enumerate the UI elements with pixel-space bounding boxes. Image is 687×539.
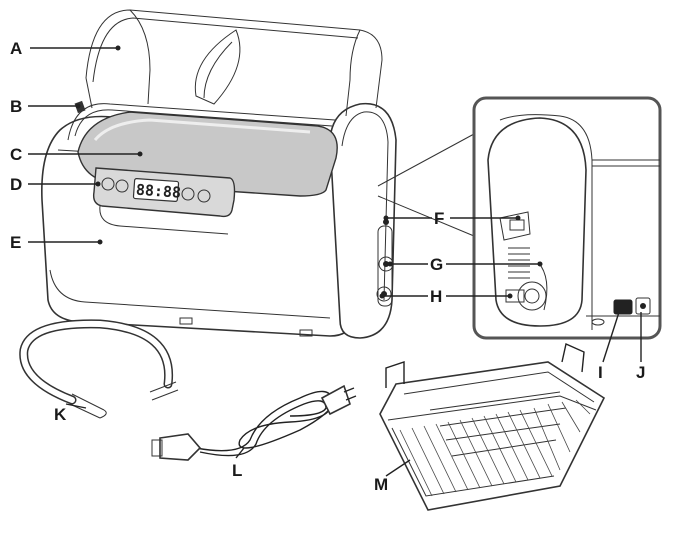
transparent-lid xyxy=(85,9,383,109)
cleaning-basket xyxy=(379,343,606,511)
label-j: J xyxy=(636,363,645,382)
label-g: G xyxy=(430,255,443,274)
leader-lines xyxy=(28,47,642,477)
vent-grille xyxy=(508,247,530,279)
digital-display xyxy=(132,178,180,202)
label-l: L xyxy=(232,461,242,480)
cleaner-unit: 88:88 xyxy=(41,9,397,339)
label-m: M xyxy=(374,475,388,494)
leader-dots xyxy=(75,45,543,299)
display-readout: 88:88 xyxy=(135,181,181,202)
part-labels: A B C D E F G H I J K L M xyxy=(10,39,645,494)
left-buttons xyxy=(101,177,129,193)
basket-mesh xyxy=(399,399,591,497)
label-k: K xyxy=(54,405,67,424)
power-cord xyxy=(151,384,357,461)
label-f: F xyxy=(434,209,444,228)
label-a: A xyxy=(10,39,22,58)
label-i: I xyxy=(598,363,603,382)
label-b: B xyxy=(10,97,22,116)
label-h: H xyxy=(430,287,442,306)
side-panel xyxy=(329,102,397,339)
right-buttons xyxy=(181,187,211,203)
label-d: D xyxy=(10,175,22,194)
power-socket xyxy=(635,297,651,315)
power-switch xyxy=(613,299,633,315)
lid-fin xyxy=(194,29,241,105)
label-e: E xyxy=(10,233,21,252)
inset-detail xyxy=(472,96,662,340)
label-c: C xyxy=(10,145,22,164)
